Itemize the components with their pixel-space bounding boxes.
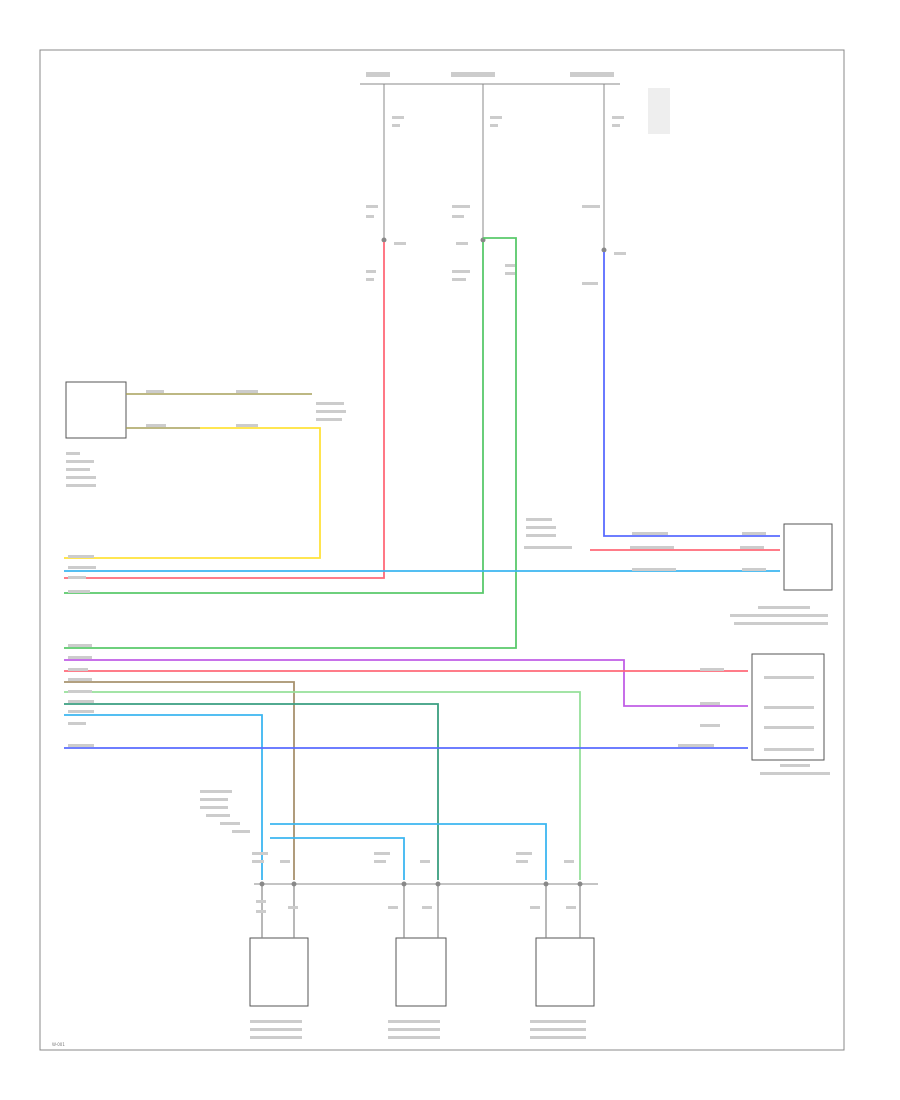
bottom-components (249, 937, 595, 1007)
left-module-wires (126, 393, 312, 429)
page-ref: W-001 (52, 1042, 65, 1047)
diagram-frame (39, 49, 845, 1051)
component-left-module (65, 381, 127, 439)
power-bus (360, 72, 670, 134)
wires (64, 237, 780, 880)
left-bundle-labels (68, 555, 96, 747)
lower-labels (200, 790, 586, 1039)
component-right-upper-module (783, 523, 833, 591)
left-module-labels (66, 390, 346, 487)
lower-drops (261, 884, 581, 938)
right-upper-labels (524, 518, 828, 625)
fuse-drops (381, 84, 607, 253)
fuse-drop-labels (366, 116, 626, 285)
right-lower-labels (678, 668, 830, 775)
